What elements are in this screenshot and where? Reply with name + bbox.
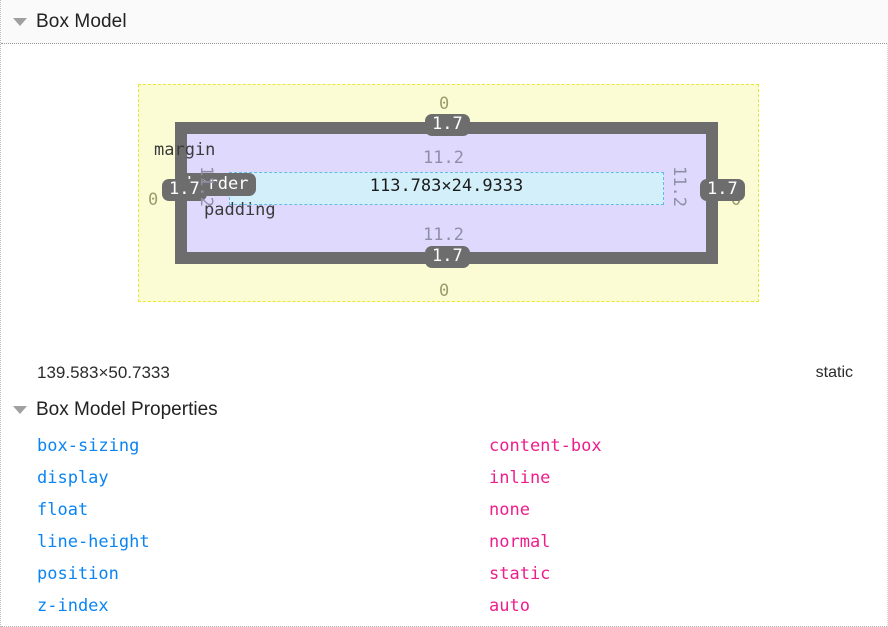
property-value[interactable]: auto [489, 596, 530, 616]
content-dimensions-label: 113.783×24.9333 [369, 176, 524, 196]
border-left-value[interactable]: 1.7 [162, 179, 207, 201]
property-value[interactable]: content-box [489, 436, 602, 456]
padding-region-label: padding [204, 200, 276, 220]
property-name: line-height [37, 532, 150, 552]
padding-top-value[interactable]: 11.2 [423, 148, 464, 168]
property-value[interactable]: normal [489, 532, 551, 552]
property-row[interactable]: float none [1, 494, 888, 526]
margin-bottom-value[interactable]: 0 [439, 281, 450, 301]
padding-right-value[interactable]: 11.2 [669, 166, 689, 207]
box-model-properties-header[interactable]: Box Model Properties [1, 396, 888, 424]
box-model-header[interactable]: Box Model [1, 0, 888, 44]
properties-list: box-sizing content-box display inline fl… [1, 430, 888, 622]
property-name: float [37, 500, 89, 520]
property-row[interactable]: display inline [1, 462, 888, 494]
margin-top-value[interactable]: 0 [439, 94, 450, 114]
border-bottom-value[interactable]: 1.7 [425, 246, 470, 268]
property-value[interactable]: inline [489, 468, 551, 488]
box-model-summary: 139.583×50.7333 static [1, 355, 888, 391]
element-position: static [815, 364, 853, 381]
property-value[interactable]: none [489, 500, 530, 520]
border-right-value[interactable]: 1.7 [700, 179, 745, 201]
property-name: box-sizing [37, 436, 140, 456]
property-name: display [37, 468, 109, 488]
page-title: Box Model [36, 10, 127, 32]
element-dimensions: 139.583×50.7333 [37, 363, 170, 382]
property-row[interactable]: box-sizing content-box [1, 430, 888, 462]
property-name: position [37, 564, 119, 584]
content-region[interactable] [229, 172, 664, 205]
properties-section-title: Box Model Properties [36, 399, 218, 420]
triangle-down-icon[interactable] [13, 406, 27, 414]
property-name: z-index [37, 596, 109, 616]
property-value[interactable]: static [489, 564, 551, 584]
property-row[interactable]: line-height normal [1, 526, 888, 558]
property-row[interactable]: z-index auto [1, 590, 888, 622]
margin-region-label: margin [154, 140, 216, 160]
triangle-down-icon[interactable] [13, 17, 27, 26]
border-top-value[interactable]: 1.7 [425, 114, 470, 136]
margin-left-value[interactable]: 0 [148, 190, 159, 210]
padding-left-value[interactable]: 11.2 [196, 166, 216, 207]
property-row[interactable]: position static [1, 558, 888, 590]
padding-bottom-value[interactable]: 11.2 [423, 225, 464, 245]
box-model-diagram: margin border padding 113.783×24.9333 0 … [1, 44, 888, 344]
